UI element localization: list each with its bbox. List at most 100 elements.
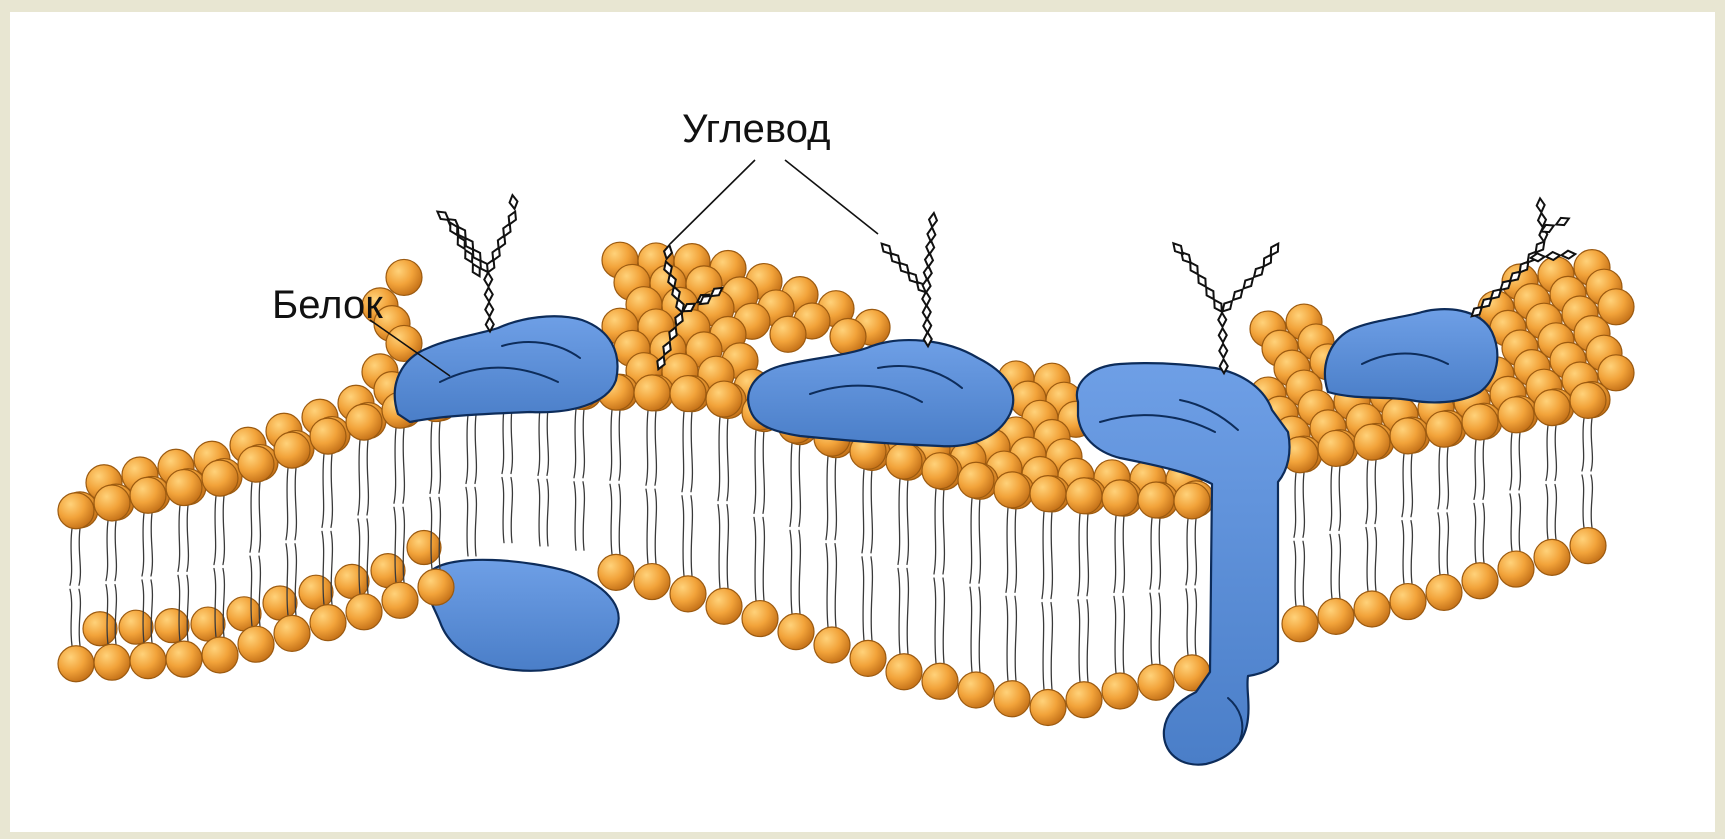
lipid-tail	[1195, 589, 1196, 655]
lipid-tail	[610, 410, 612, 480]
phospholipid-head-icon	[670, 376, 706, 412]
lipid-tail	[1375, 528, 1376, 591]
lipid-tail	[1438, 447, 1440, 509]
phospholipid-head-icon	[1354, 424, 1390, 460]
phospholipid-head-icon	[407, 531, 441, 565]
lipid-tail	[466, 487, 468, 555]
right-protein	[1325, 309, 1497, 402]
lipid-tail	[898, 479, 900, 564]
lipid-tail	[538, 479, 540, 546]
lipid-tail	[1051, 512, 1052, 599]
lipid-tail	[367, 440, 368, 515]
lipid-tail	[1483, 440, 1484, 499]
phospholipid-head-icon	[1570, 528, 1606, 564]
lipid-tail	[1591, 418, 1592, 471]
glycan-unit	[1556, 218, 1569, 225]
lipid-tail	[151, 513, 152, 576]
glycan-unit	[1536, 242, 1545, 253]
lipid-tail	[862, 557, 864, 641]
lipid-tail	[979, 587, 980, 672]
phospholipid-head-icon	[922, 453, 958, 489]
glycan-unit	[882, 244, 891, 254]
phospholipid-head-icon	[1498, 397, 1534, 433]
lipid-tail	[1402, 521, 1404, 584]
lipid-tail	[655, 489, 656, 563]
glycan-unit	[465, 250, 472, 262]
glycan-unit	[509, 212, 516, 225]
lipid-tail	[1186, 519, 1188, 585]
phospholipid-head-icon	[742, 601, 778, 637]
lipid-tail	[547, 409, 548, 476]
phospholipid-head-icon	[238, 446, 274, 482]
glycan-unit	[473, 264, 480, 276]
phospholipid-head-icon	[166, 470, 202, 506]
lipid-tail	[583, 409, 584, 477]
carbohydrate-pointer-left	[670, 160, 755, 244]
lipid-tail	[1006, 596, 1008, 680]
phospholipid-head-icon	[770, 316, 806, 352]
phospholipid-head-icon	[155, 609, 189, 643]
lipid-tail	[70, 529, 72, 586]
glycan-unit	[1173, 243, 1182, 253]
lipid-tail	[1411, 521, 1412, 584]
glycan-unit	[1214, 300, 1222, 312]
phospholipid-head-icon	[886, 654, 922, 690]
lipid-tail	[1015, 596, 1016, 680]
lipid-tail	[502, 478, 504, 543]
lipid-tail	[574, 482, 576, 550]
lipid-tail	[646, 489, 648, 563]
phospholipid-head-icon	[1030, 690, 1066, 726]
lipid-tail	[1546, 484, 1548, 539]
lipid-tail	[1402, 454, 1404, 517]
lipid-tail	[502, 408, 504, 473]
lipid-tail	[1510, 494, 1512, 551]
lipid-tail	[511, 408, 512, 473]
lipid-tail	[1303, 473, 1304, 538]
lipid-tail	[79, 529, 80, 586]
phospholipid-head-icon	[958, 672, 994, 708]
glycan-unit	[485, 303, 493, 317]
lipid-tail	[718, 417, 720, 501]
lipid-tail	[907, 568, 908, 653]
phospholipid-head-icon	[634, 375, 670, 411]
lipid-tail	[727, 417, 728, 501]
lipid-tail	[970, 587, 972, 672]
glycan-unit	[1219, 344, 1227, 358]
glycan-unit	[510, 195, 518, 209]
lipid-tail	[934, 489, 936, 574]
lipid-tail	[1123, 596, 1124, 673]
lipid-tail	[1123, 516, 1124, 593]
lipid-tail	[682, 412, 684, 492]
phospholipid-head-icon	[994, 472, 1030, 508]
phospholipid-head-icon	[58, 646, 94, 682]
lipid-tail	[871, 469, 872, 553]
lipid-tail	[754, 517, 756, 600]
lipid-tail	[1330, 466, 1332, 530]
carbohydrate-label: Углевод	[682, 107, 830, 151]
lipid-tail	[763, 430, 764, 513]
lipid-tail	[295, 468, 296, 540]
phospholipid-head-icon	[202, 460, 238, 496]
phospholipid-head-icon	[1390, 418, 1426, 454]
left-protein	[395, 316, 618, 422]
lipid-tail	[79, 589, 80, 646]
phospholipid-head-icon	[958, 462, 994, 498]
lipid-tail	[718, 505, 720, 589]
lipid-tail	[1474, 503, 1476, 562]
lipid-tail	[1591, 475, 1592, 528]
phospholipid-head-icon	[130, 477, 166, 513]
lipid-tail	[1087, 600, 1088, 682]
phospholipid-head-icon	[922, 663, 958, 699]
phospholipid-head-icon	[670, 576, 706, 612]
phospholipid-head-icon	[1138, 664, 1174, 700]
lipid-tail	[403, 428, 404, 503]
lipid-tail	[1474, 440, 1476, 499]
lipid-tail	[1186, 589, 1188, 655]
lipid-tail	[115, 521, 116, 581]
phospholipid-head-icon	[1102, 673, 1138, 709]
lipid-tail	[286, 468, 288, 540]
phospholipid-head-icon	[94, 644, 130, 680]
lipid-tail	[655, 411, 656, 485]
lipid-tail	[1519, 494, 1520, 551]
phospholipid-head-icon	[130, 643, 166, 679]
